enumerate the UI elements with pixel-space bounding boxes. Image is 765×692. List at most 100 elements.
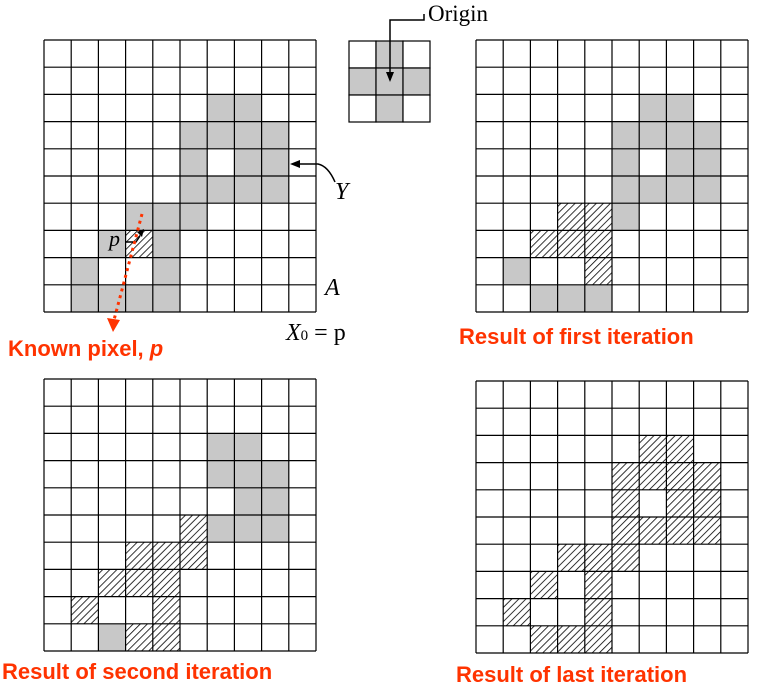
hatched-cell xyxy=(530,230,558,258)
hatched-cell xyxy=(639,462,667,490)
gray-cell xyxy=(125,203,153,231)
gray-cell xyxy=(152,257,180,285)
gray-cell xyxy=(71,257,99,285)
gray-cell xyxy=(71,284,99,312)
hatched-cell xyxy=(557,203,585,231)
hatched-cell xyxy=(180,515,208,543)
known-pixel-label: Known pixel, p xyxy=(8,338,163,360)
hatched-cell xyxy=(639,435,667,463)
gray-cell xyxy=(207,176,235,204)
hatched-cell xyxy=(584,625,612,653)
gray-cell xyxy=(207,121,235,149)
gray-cell xyxy=(261,460,289,488)
gray-cell xyxy=(584,284,612,312)
gray-cell xyxy=(152,284,180,312)
known-pixel-dotted-arrow xyxy=(112,213,144,321)
gray-cell xyxy=(261,487,289,515)
gray-cell xyxy=(666,94,694,122)
gray-cell xyxy=(261,176,289,204)
gray-cell xyxy=(180,203,208,231)
hatched-cell xyxy=(584,257,612,285)
hatched-cell xyxy=(612,462,640,490)
hatched-cell xyxy=(584,230,612,258)
origin-arrowhead xyxy=(386,72,394,82)
gray-cell xyxy=(693,148,721,176)
gray-cell xyxy=(207,515,235,543)
gray-cell xyxy=(180,148,208,176)
hatched-cell xyxy=(584,598,612,626)
p-arrowhead xyxy=(137,229,144,237)
hatched-cell xyxy=(666,489,694,517)
hatched-cell xyxy=(125,569,153,597)
hatched-cell xyxy=(693,462,721,490)
hatched-cell xyxy=(666,462,694,490)
a-set-label: A xyxy=(325,275,340,301)
gray-cell xyxy=(693,176,721,204)
hatched-cell xyxy=(152,596,180,624)
gray-cell xyxy=(180,176,208,204)
hatched-cell xyxy=(180,542,208,570)
x0-equation-rhs: = p xyxy=(314,320,346,346)
gray-cell xyxy=(693,121,721,149)
caption-last-iteration: Result of last iteration xyxy=(456,662,688,687)
gray-cell xyxy=(557,284,585,312)
gray-cell xyxy=(530,284,558,312)
gray-cell xyxy=(125,284,153,312)
known-pixel-arrowhead xyxy=(107,318,120,332)
hatched-cell xyxy=(584,203,612,231)
known-pixel-text: Known pixel, xyxy=(8,336,150,361)
se-white-cell xyxy=(348,40,377,69)
hatched-cell xyxy=(152,623,180,651)
hatched-cell xyxy=(612,544,640,572)
gray-cell xyxy=(639,176,667,204)
gray-cell xyxy=(261,148,289,176)
se-gray-cell xyxy=(348,67,377,96)
gray-cell xyxy=(234,515,262,543)
hatched-cell xyxy=(530,625,558,653)
gray-cell xyxy=(207,433,235,461)
hatched-cell xyxy=(503,598,531,626)
gray-cell xyxy=(612,176,640,204)
known-pixel-var: p xyxy=(149,336,164,361)
origin-leader-line xyxy=(389,14,425,80)
gray-cell xyxy=(612,148,640,176)
se-gray-cell xyxy=(402,67,431,96)
grid-panel-last-iteration xyxy=(475,380,749,654)
gray-cell xyxy=(666,121,694,149)
hatched-cell xyxy=(530,571,558,599)
gray-cell xyxy=(666,148,694,176)
hatched-cell xyxy=(125,230,153,258)
hatched-cell xyxy=(557,625,585,653)
gray-cell xyxy=(666,176,694,204)
gray-cell xyxy=(639,94,667,122)
hatched-cell xyxy=(557,544,585,572)
hatched-cell xyxy=(98,569,126,597)
structuring-element xyxy=(348,40,431,123)
gray-cell xyxy=(612,203,640,231)
p-point-label: p xyxy=(109,226,120,251)
gray-cell xyxy=(207,460,235,488)
hatched-cell xyxy=(612,517,640,545)
grid-panel-set-a xyxy=(43,39,317,313)
gray-cell xyxy=(612,121,640,149)
gray-cell xyxy=(234,487,262,515)
grid-panel-first-iteration xyxy=(475,39,749,313)
gray-cell xyxy=(234,148,262,176)
hatched-cell xyxy=(666,517,694,545)
gray-cell xyxy=(207,94,235,122)
gray-cell xyxy=(261,121,289,149)
gray-cell xyxy=(234,433,262,461)
grid-panel-second-iteration xyxy=(43,378,317,652)
hatched-cell xyxy=(71,596,99,624)
se-white-cell xyxy=(402,94,431,123)
se-white-cell xyxy=(402,40,431,69)
gray-cell xyxy=(152,230,180,258)
x0-equation: X0 = p xyxy=(286,321,346,345)
gray-cell xyxy=(98,230,126,258)
hatched-cell xyxy=(584,571,612,599)
hatched-cell xyxy=(666,435,694,463)
gray-cell xyxy=(234,94,262,122)
gray-cell xyxy=(234,121,262,149)
se-gray-cell xyxy=(375,94,404,123)
